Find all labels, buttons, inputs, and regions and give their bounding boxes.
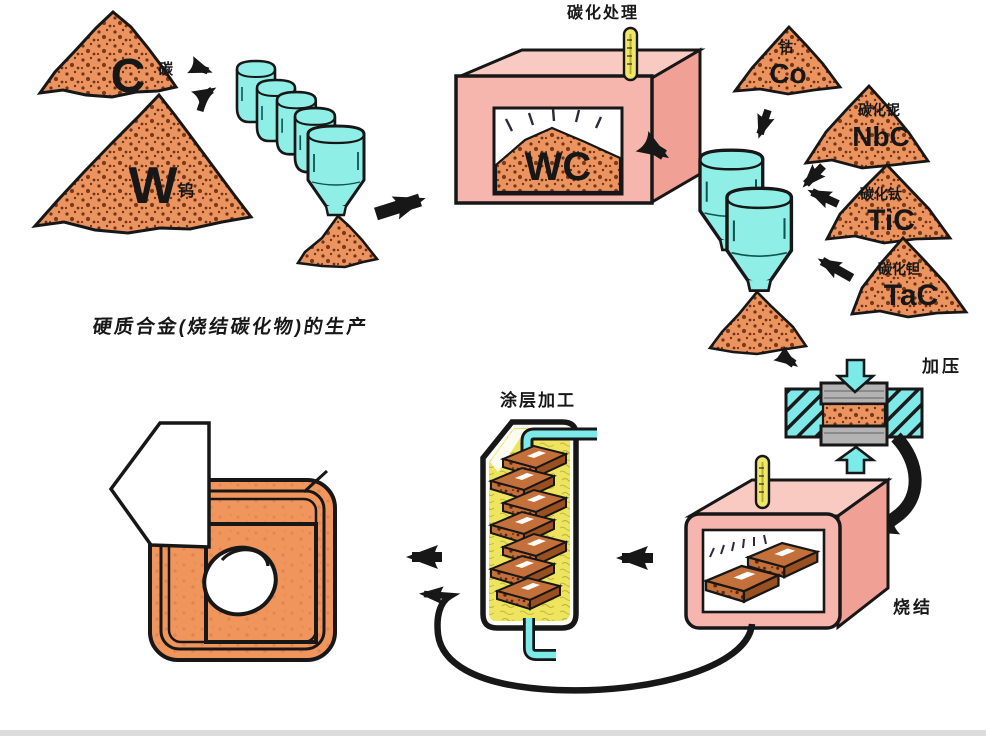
thermometer-icon	[622, 26, 639, 82]
tic-symbol: TiC	[867, 204, 915, 237]
gas-outlet-pipe	[525, 618, 556, 659]
press	[784, 358, 924, 475]
mixed-powder-pile	[707, 290, 809, 356]
nbc-pile: 碳化铌 NbC	[803, 83, 931, 170]
tic-name: 碳化钛	[860, 186, 903, 202]
tac-symbol: TaC	[884, 279, 938, 312]
arrow-tac	[817, 257, 855, 282]
tungsten-symbol: W	[128, 157, 178, 215]
tic-pile: 碳化钛 TiC	[824, 162, 953, 245]
diagram-title: 硬质合金(烧结碳化物)的生产	[91, 315, 370, 338]
arrow-tic	[807, 188, 840, 209]
arrow-furnace-out	[635, 131, 670, 160]
carbon-symbol: C	[111, 50, 146, 103]
die-left	[784, 387, 826, 439]
tool-holder-arrow-icon	[108, 421, 211, 549]
die-right	[885, 387, 924, 439]
arrow-cobalt	[756, 108, 775, 139]
insert-hole	[202, 545, 278, 617]
gauge-ticks	[504, 108, 603, 132]
arrow-powder-to-carburizing	[374, 193, 426, 221]
heat-ticks	[709, 534, 767, 558]
coating-label: 涂层加工	[500, 390, 576, 410]
hole-bore-edge	[220, 548, 270, 567]
punch-bottom	[819, 424, 889, 447]
sintering-label: 烧结	[893, 597, 933, 617]
tac-name: 碳化钽	[878, 261, 920, 277]
ball-mill-cascade	[235, 59, 366, 217]
carbide-insert-product	[108, 421, 337, 662]
nbc-symbol: NbC	[852, 121, 910, 152]
carburizing-furnace: WC	[454, 26, 706, 205]
tac-pile: 碳化钽 TaC	[849, 235, 969, 319]
carbon-name: 碳	[158, 60, 174, 78]
carbon-powder-pile: C 碳	[36, 9, 179, 103]
cobalt-symbol: Co	[769, 58, 806, 89]
bottom-edge	[0, 730, 986, 736]
mixing-hoppers	[698, 148, 794, 293]
vessel-highlight	[490, 429, 526, 472]
coating-vessel	[480, 419, 597, 661]
gas-inlet-pipe	[523, 430, 597, 462]
arrow-sinter-bypass-to-product	[419, 586, 756, 694]
arrow-to-press	[773, 345, 799, 368]
arrow-tungsten-to-mills	[191, 86, 217, 113]
thermometer-icon	[754, 454, 771, 510]
cobalt-pile: 钴 Co	[732, 24, 843, 96]
arrow-nbc	[802, 163, 826, 188]
sintering-furnace	[684, 454, 893, 631]
powder-compact	[821, 402, 887, 428]
wc-powder-mound	[494, 126, 622, 194]
carburizing-label: 碳化处理	[567, 3, 639, 22]
tungsten-name: 钨	[178, 181, 194, 200]
press-arrow-up-icon	[833, 445, 877, 475]
pressing-label: 加压	[921, 357, 962, 376]
cobalt-name: 钴	[779, 39, 793, 55]
press-arrow-down-icon	[834, 358, 877, 394]
milled-powder-pile	[295, 214, 380, 269]
arrow-carbon-to-mills	[187, 56, 213, 75]
nbc-name: 碳化铌	[858, 102, 900, 118]
wc-label: WC	[525, 145, 592, 189]
tungsten-powder-pile: W 钨	[31, 92, 254, 235]
